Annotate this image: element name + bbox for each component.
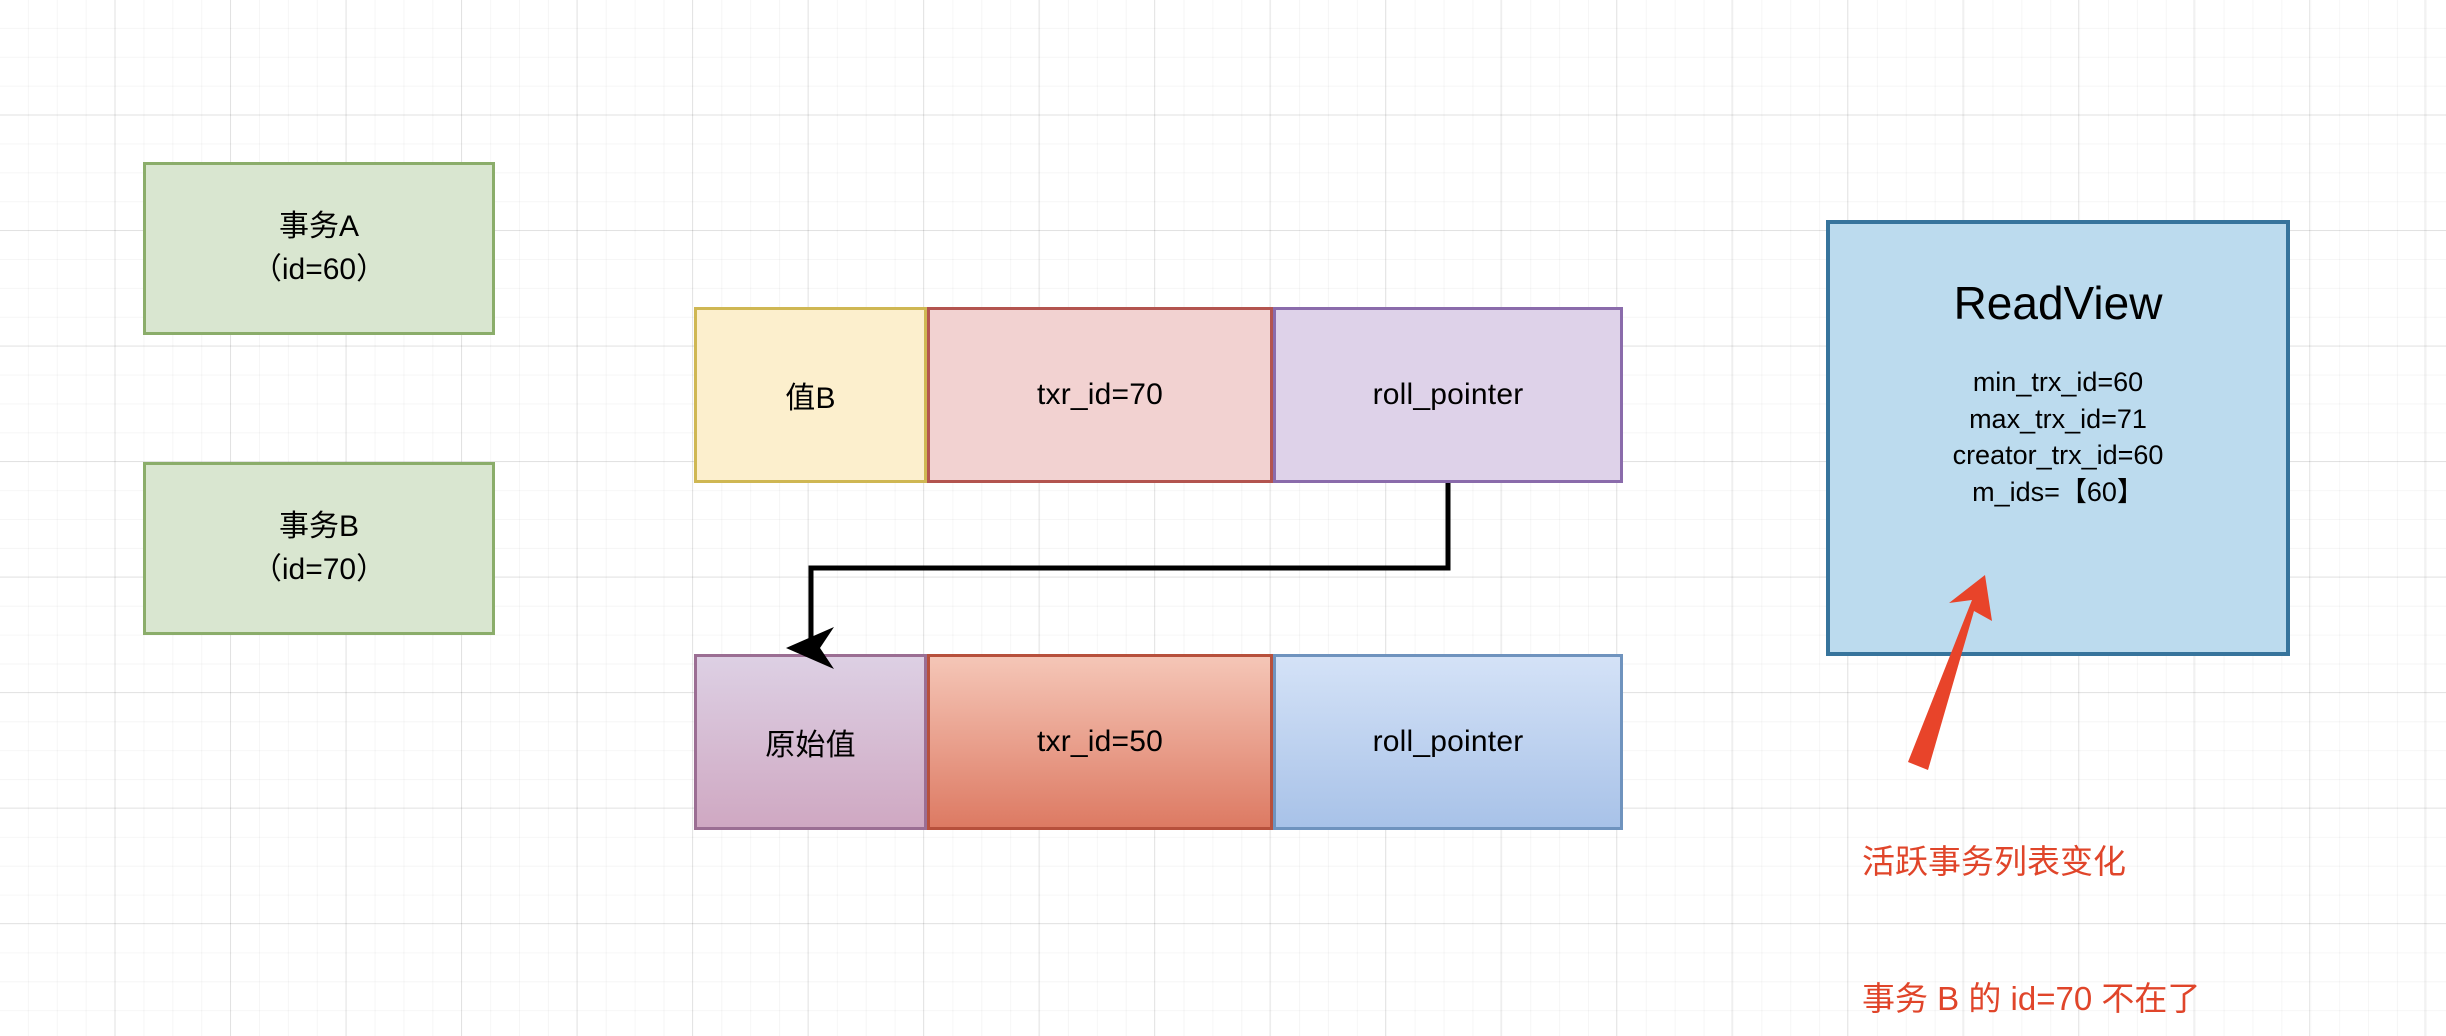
readview-field-creator-trx-id: creator_trx_id=60 <box>1952 440 2164 471</box>
record-undo-value-label: 原始值 <box>765 729 856 762</box>
record-current-rollpointer-label: roll_pointer <box>1372 378 1524 411</box>
readview-field-m-ids: m_ids=【60】 <box>1972 477 2144 508</box>
readview-field-max-trx-id: max_trx_id=71 <box>1969 403 2147 434</box>
record-current-rollpointer-cell[interactable]: roll_pointer <box>1273 307 1623 483</box>
readview-title: ReadView <box>1953 277 2163 329</box>
transaction-b-id: （id=70） <box>251 552 387 586</box>
annotation-text: 活跃事务列表变化 事务 B 的 id=70 不在了 <box>1862 748 2200 1036</box>
record-current-trxid-cell[interactable]: txr_id=70 <box>927 307 1273 483</box>
record-undo-trxid-cell[interactable]: txr_id=50 <box>927 654 1273 830</box>
record-undo-rollpointer-label: roll_pointer <box>1372 725 1524 758</box>
transaction-a-name: 事务A <box>278 209 359 243</box>
transaction-b-name: 事务B <box>278 509 359 543</box>
transaction-box-a[interactable]: 事务A （id=60） <box>143 162 495 335</box>
record-undo-trxid-label: txr_id=50 <box>1036 725 1164 758</box>
readview-field-min-trx-id: min_trx_id=60 <box>1972 367 2144 397</box>
record-current-value-cell[interactable]: 值B <box>694 307 927 483</box>
record-undo-rollpointer-cell[interactable]: roll_pointer <box>1273 654 1623 830</box>
record-current-value-label: 值B <box>785 382 836 415</box>
record-undo-value-cell[interactable]: 原始值 <box>694 654 927 830</box>
transaction-box-b[interactable]: 事务B （id=70） <box>143 462 495 635</box>
transaction-a-id: （id=60） <box>251 252 387 286</box>
readview-fields: min_trx_id=60 max_trx_id=71 creator_trx_… <box>1953 364 2164 511</box>
annotation-line-2: 事务 B 的 id=70 不在了 <box>1862 979 2201 1017</box>
annotation-line-1: 活跃事务列表变化 <box>1862 843 2126 881</box>
readview-box[interactable]: ReadView min_trx_id=60 max_trx_id=71 cre… <box>1826 220 2290 656</box>
record-current-trxid-label: txr_id=70 <box>1036 378 1164 411</box>
rollpointer-connector-arrow <box>786 483 1451 670</box>
